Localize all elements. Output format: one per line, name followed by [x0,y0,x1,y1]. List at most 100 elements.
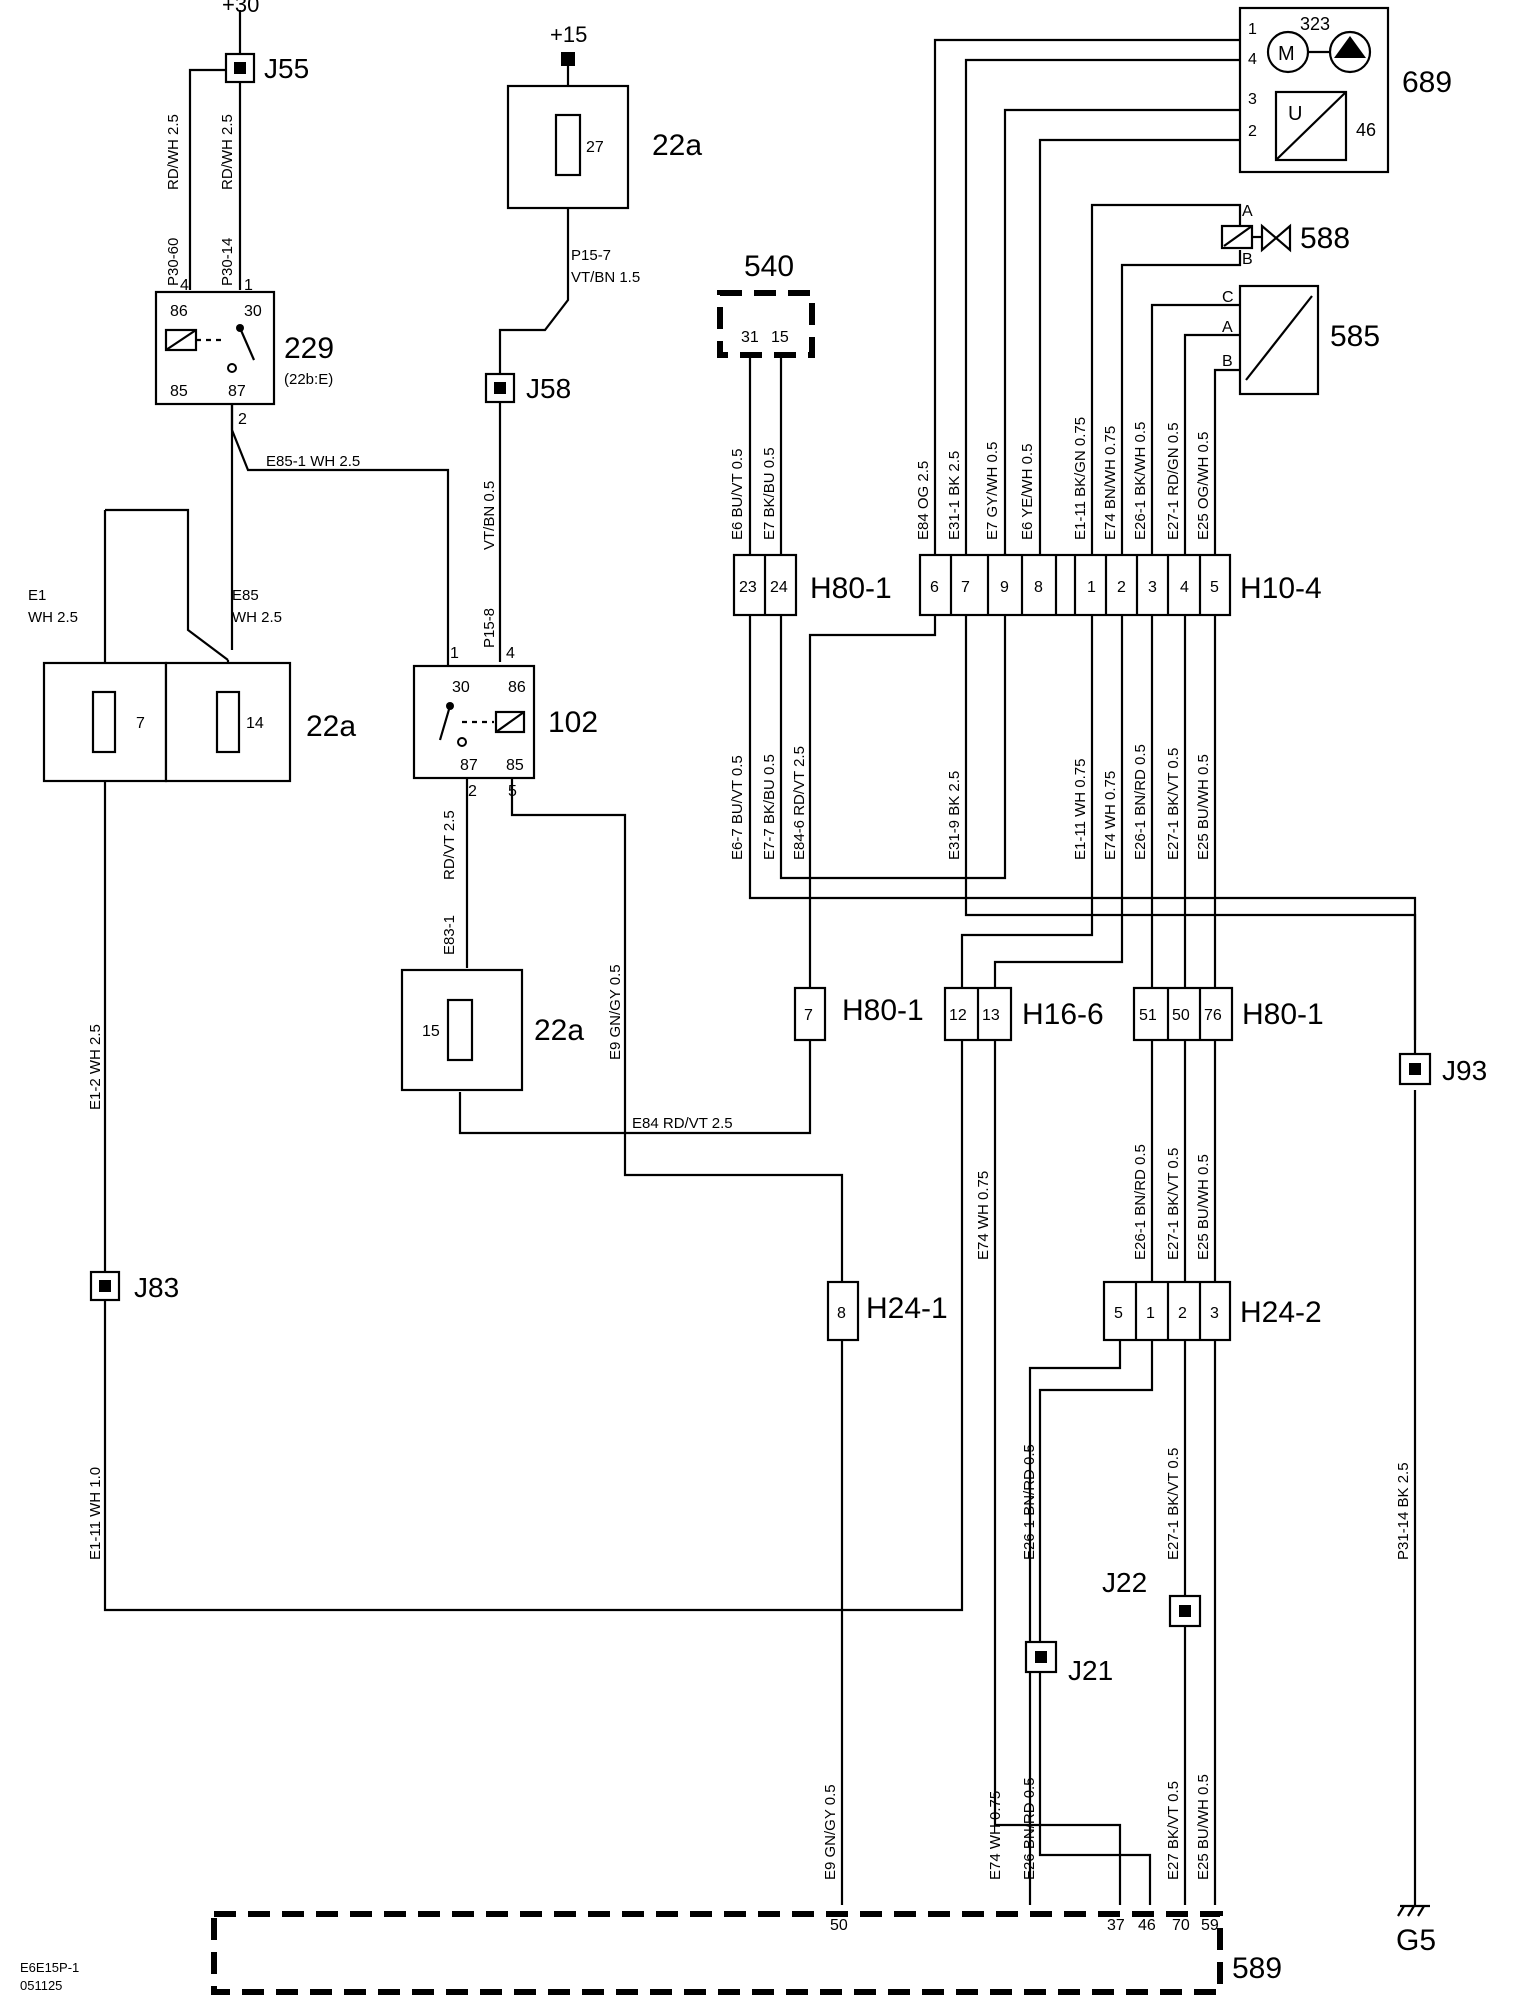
splice-j21: J21 [1024,1640,1113,1686]
label-e84-og: E84 OG 2.5 [915,461,932,540]
component-588-label: 588 [1300,222,1350,255]
label-e1-11: E1-11 WH 1.0 [87,1467,104,1560]
fuse-box-22a-mid-label: 22a [534,1014,584,1047]
connector-h24-2-label: H24-2 [1240,1296,1322,1329]
component-540: 31 15 540 [717,250,815,358]
label-e1-a: E1 [28,587,46,604]
fuse-box-22a-top: 27 22a [506,84,702,210]
pin-229-4: 4 [180,277,189,294]
wire-e84-og [933,38,1272,555]
supply-plus15-terminal [561,52,575,66]
wire-rdwh-p30-60 [188,68,240,290]
relay-102: 30 86 87 85 1 4 2 5 102 [412,645,598,800]
splice-j83: J83 [89,1270,179,1303]
pin-h24-1-8: 8 [837,1305,846,1322]
label-e6-top: E6 BU/VT 0.5 [729,449,746,540]
wire-layer [103,10,1417,1905]
pin-h10-4-7: 7 [961,579,970,596]
pin-229-85: 85 [170,383,188,400]
relay-229-sub: (22b:E) [284,371,333,388]
connector-h10-4: 6 7 9 8 1 2 3 4 5 H10-4 [918,553,1322,617]
label-e85-b: WH 2.5 [232,609,282,626]
pin-h10-4-5: 5 [1210,579,1219,596]
pin-102-4: 4 [506,645,515,662]
wire-e31-1 [964,58,1272,555]
wire-229-out [230,400,450,683]
label-e84-6: E84-6 RD/VT 2.5 [791,746,808,860]
fuse-27-label: 27 [586,139,604,156]
connector-h24-2: 5 1 2 3 H24-2 [1102,1280,1322,1342]
wire-e27-1 [1183,333,1240,555]
label-e1-11-wh: E1-11 WH 0.75 [1072,759,1089,860]
wire-e6-yewh [1038,138,1240,555]
fuse-box-22a-mid: 15 22a [400,968,584,1092]
j55-label: J55 [264,53,309,84]
pin-h16-6-13: 13 [982,1007,1000,1024]
pin-h10-4-6: 6 [930,579,939,596]
pin-h10-4-3: 3 [1148,579,1157,596]
label-e9-bot: E9 GN/GY 0.5 [822,1784,839,1880]
connector-h80-1-right: 51 50 76 H80-1 [1132,986,1324,1042]
component-589-label: 589 [1232,1952,1282,1985]
pin-102-85: 85 [506,757,524,774]
label-e27-1-rdgn: E27-1 RD/GN 0.5 [1165,422,1182,540]
label-e74-bot: E74 WH 0.75 [987,1791,1004,1880]
pin-689-3: 3 [1248,91,1257,108]
relay-102-label: 102 [548,706,598,739]
fuse-box-22a-left-label: 22a [306,710,356,743]
label-e74-wh-mid: E74 WH 0.75 [975,1171,992,1260]
ground-g5: G5 [1396,1904,1436,1957]
pin-h80-1-76: 76 [1204,1007,1222,1024]
pin-h10-4-8: 8 [1034,579,1043,596]
pin-588-b: B [1242,251,1253,268]
label-e1-11-bkgn: E1-11 BK/GN 0.75 [1072,417,1089,540]
connector-h80-1-right-label: H80-1 [1242,998,1324,1031]
label-p15-7: P15-7 [571,247,611,264]
wire-e7-7 [779,553,1007,880]
pin-h80-1-50: 50 [1172,1007,1190,1024]
pin-h10-4-1: 1 [1087,579,1096,596]
component-689: M 323 U 46 1 4 3 2 689 [1238,6,1452,174]
splice-j58: J58 [484,372,571,404]
fuse-14-label: 14 [246,715,264,732]
wire-e74-bnwh [1120,250,1242,555]
label-e85-a: E85 [232,587,259,604]
j58-label: J58 [526,373,571,404]
label-e25-mid: E25 BU/WH 0.5 [1195,1154,1212,1260]
wire-e74-wh [993,615,1124,988]
component-323-label: 323 [1300,14,1330,34]
j22-label: J22 [1102,1567,1147,1598]
diagram-code: E6E15P-1 [20,1960,79,1975]
pin-102-1-inner: 30 [452,679,470,696]
wire-e25 [1213,368,1240,555]
connector-h80-1-top-label: H80-1 [810,572,892,605]
wire-h24-2-5 [1028,1340,1122,1905]
pin-585-b: B [1222,353,1233,370]
j93-label: J93 [1442,1055,1487,1086]
pin-h10-4-9: 9 [1000,579,1009,596]
pin-589-50: 50 [830,1917,848,1934]
label-e7-top: E7 BK/BU 0.5 [761,447,778,540]
label-e26-1-mid: E26-1 BN/RD 0.5 [1132,1144,1149,1260]
relay-229: 4 1 86 30 85 87 2 229 (22b:E) [154,277,334,428]
fuse-box-22a-left: 7 14 22a [42,661,356,783]
pin-h24-2-5: 5 [1114,1305,1123,1322]
pin-h10-4-4: 4 [1180,579,1189,596]
component-585: C A B 585 [1222,284,1380,396]
pin-h80-1-23: 23 [739,579,757,596]
pin-h80-1-7: 7 [804,1007,813,1024]
pin-229-87: 87 [228,383,246,400]
pin-229-86: 86 [170,303,188,320]
connector-h80-1-top: 23 24 H80-1 [732,553,892,617]
pin-589-59: 59 [1201,1917,1219,1934]
label-e26-1-bnrd: E26-1 BN/RD 0.5 [1132,744,1149,860]
pin-h80-1-51: 51 [1139,1007,1157,1024]
label-p31-14: P31-14 BK 2.5 [1395,1462,1412,1560]
wire-e84-6 [808,615,937,988]
label-p30-60: P30-60 [165,238,182,286]
relay-229-label: 229 [284,332,334,365]
wire-h24-2-1 [1038,1340,1154,1905]
label-e27-1-bkvt: E27-1 BK/VT 0.5 [1165,748,1182,860]
component-589: 50 37 46 70 59 589 [211,1911,1282,1995]
